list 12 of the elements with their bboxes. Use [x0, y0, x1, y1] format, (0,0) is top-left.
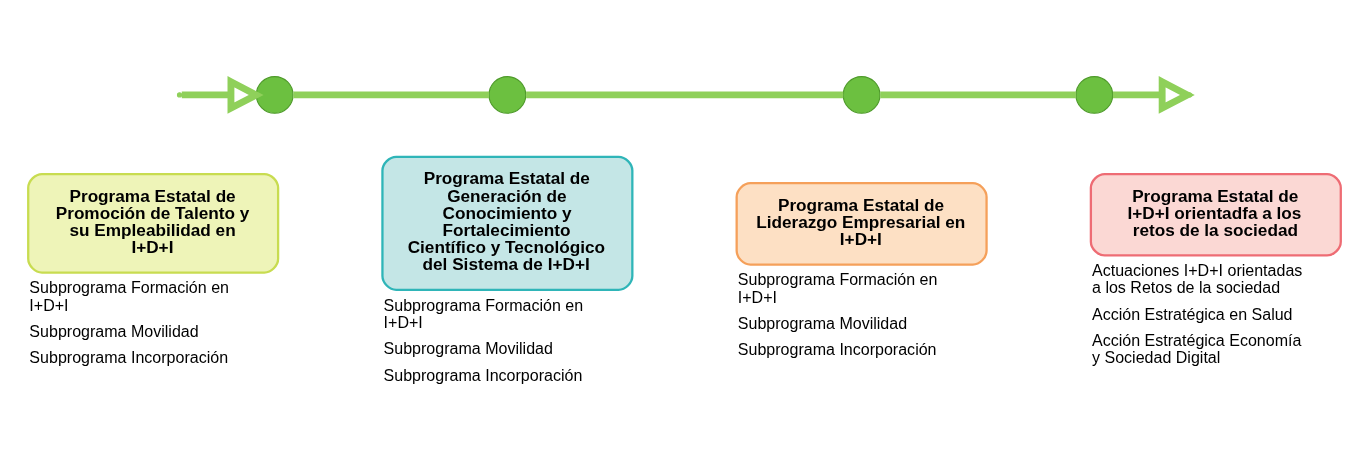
node-label: Subprograma Formación en I+D+I	[29, 278, 229, 314]
node-label: Subprograma Formación en I+D+I	[737, 270, 938, 306]
node-label: Subprograma Incorporación	[737, 340, 937, 359]
node-label: Acción Estratégica en Salud	[1092, 304, 1293, 323]
node-label: Subprograma Movilidad	[737, 314, 908, 333]
node-label: Subprograma Formación en I+D+I	[383, 295, 584, 331]
node-label: Subprograma Movilidad	[383, 339, 553, 358]
node-label: Acción Estratégica Economía y Sociedad Digital	[1092, 331, 1302, 367]
node-label: Actuaciones I+D+I orientadas a los Retos de la sociedad	[1092, 261, 1303, 297]
node-label: Subprograma Incorporación	[383, 365, 583, 384]
node-label: Subprograma Movilidad	[29, 322, 199, 341]
node-label: Subprograma Incorporación	[29, 348, 229, 367]
